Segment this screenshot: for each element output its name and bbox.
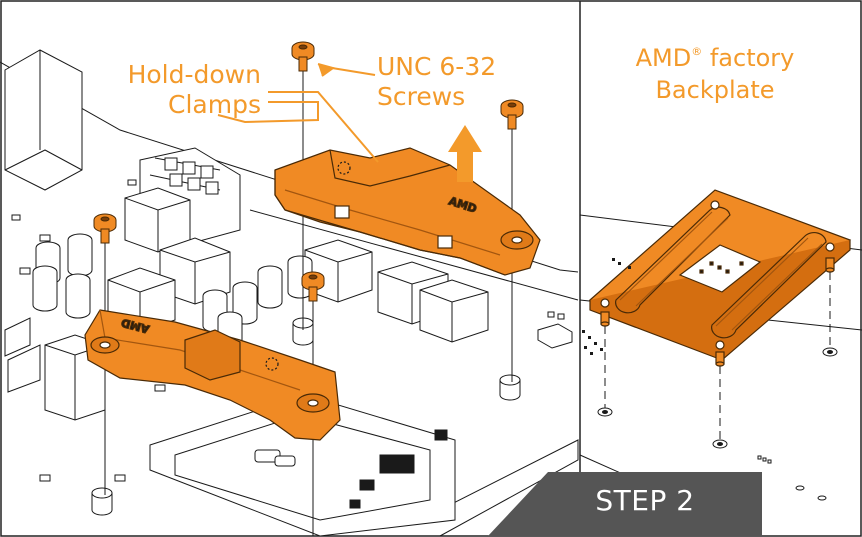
pcb-dots bbox=[582, 258, 631, 355]
hold-down-clamp-lower: AMD bbox=[84, 309, 341, 441]
lift-arrow-icon bbox=[448, 125, 482, 182]
hold-down-clamps-label: Hold-down Clamps bbox=[118, 60, 261, 120]
unc-screws-label: UNC 6-32 Screws bbox=[377, 52, 496, 112]
motherboard-drawing bbox=[0, 49, 579, 537]
factory-text: factory bbox=[702, 44, 795, 72]
amd-brand-text: AMD bbox=[635, 44, 692, 72]
clamps-label-line-1: Hold-down bbox=[127, 60, 261, 89]
step-label: STEP 2 bbox=[595, 484, 695, 517]
hold-down-clamp-upper: AMD bbox=[274, 147, 541, 276]
screw-icon bbox=[93, 41, 524, 302]
amd-backplate-label: AMD® factory Backplate bbox=[610, 36, 820, 106]
registered-mark: ® bbox=[691, 45, 703, 58]
clamps-label-line-2: Clamps bbox=[168, 90, 261, 119]
backplate-label-line-2: Backplate bbox=[655, 76, 775, 104]
screws-label-line-2: Screws bbox=[377, 82, 466, 111]
amd-backplate bbox=[588, 189, 852, 367]
backplate-alignment-lines bbox=[604, 272, 831, 440]
backplate-label-line-1: AMD® factory bbox=[610, 36, 820, 74]
callout-leader-lines bbox=[217, 63, 379, 163]
step-banner bbox=[488, 472, 762, 536]
mounting-holes bbox=[597, 347, 838, 449]
screws-label-line-1: UNC 6-32 bbox=[377, 52, 497, 81]
